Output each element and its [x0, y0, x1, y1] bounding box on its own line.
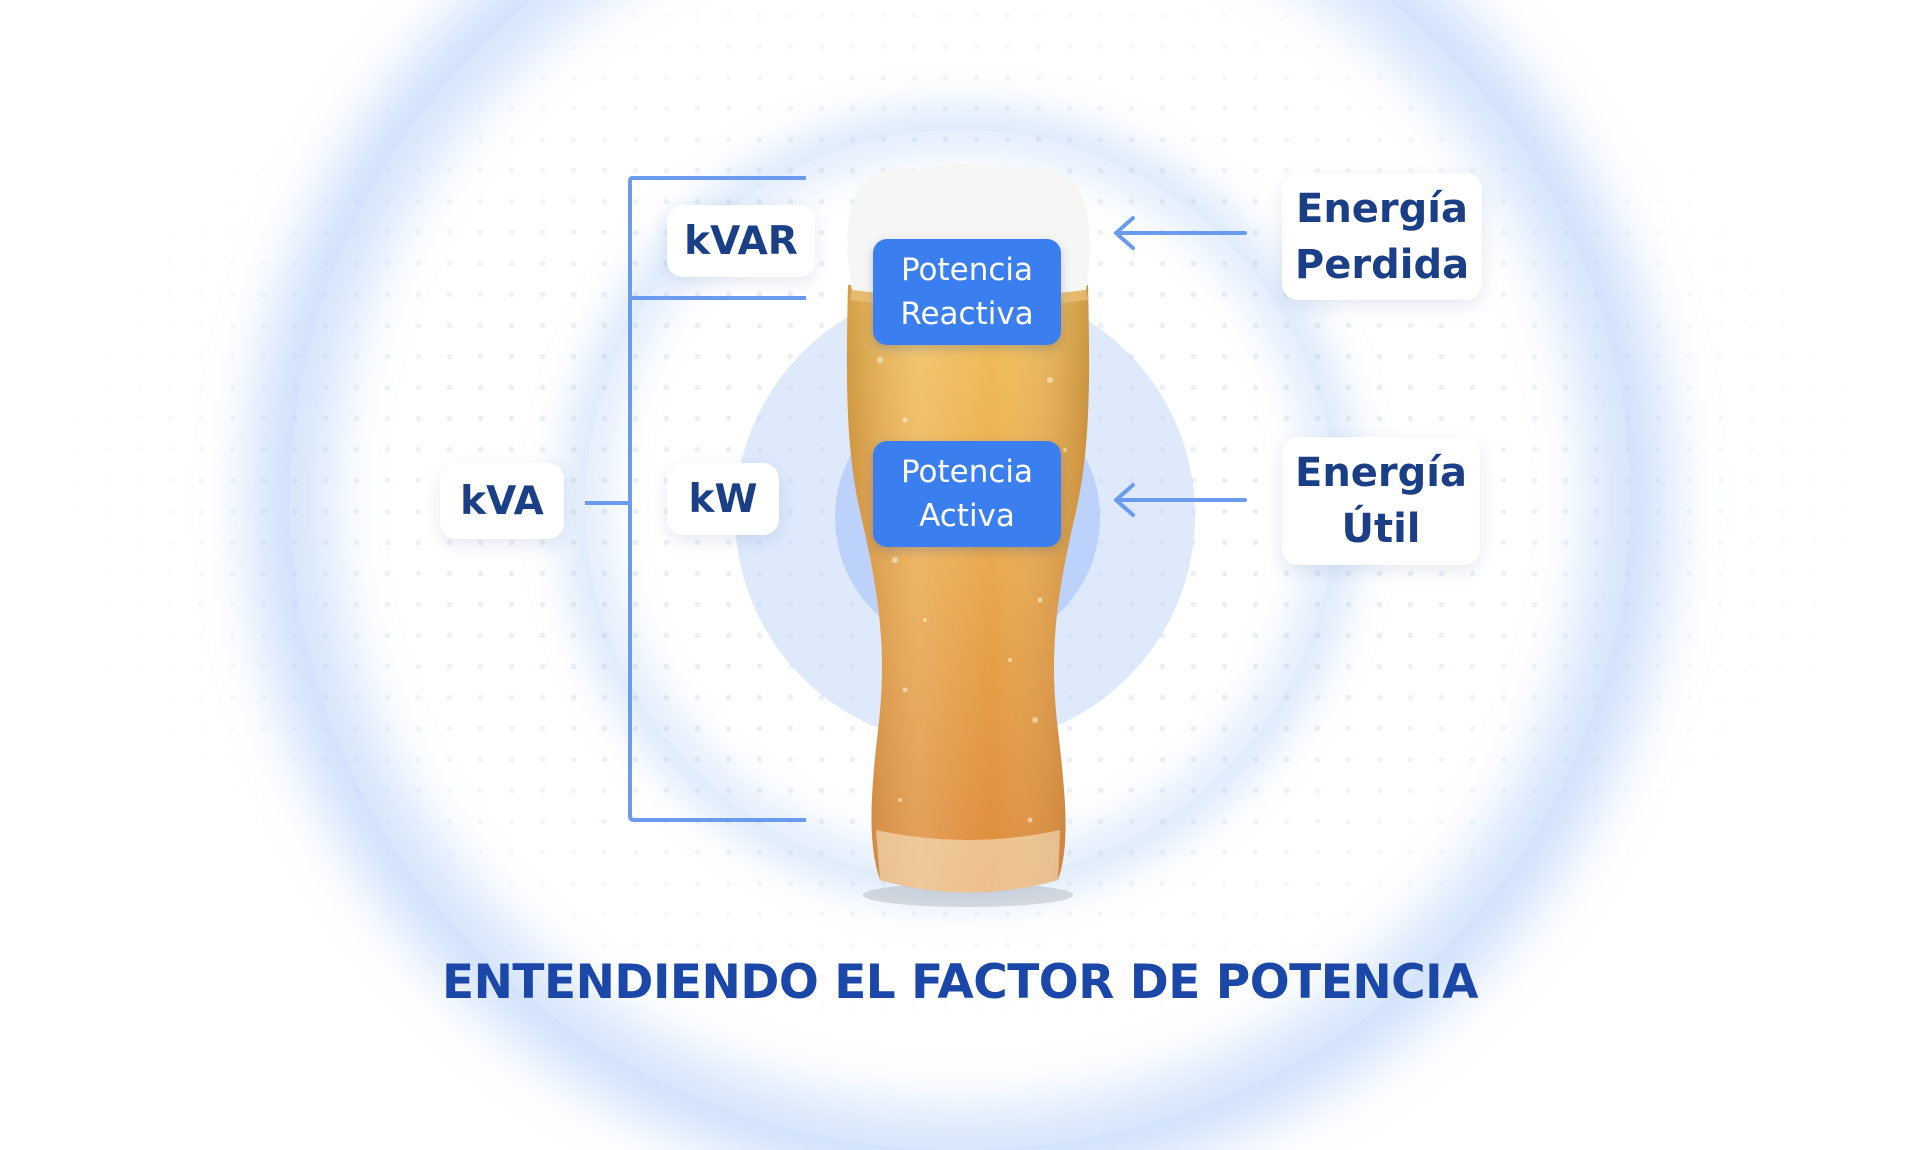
glass-shadow	[863, 883, 1073, 907]
reactive-power-line2: Reactiva	[900, 296, 1034, 332]
bracket-connector	[585, 176, 806, 822]
bracket-line	[628, 176, 806, 822]
kva-label: kVA	[440, 463, 564, 539]
lost-energy-line1: Energía	[1296, 185, 1468, 232]
kw-label-text: kW	[688, 476, 758, 522]
kw-label: kW	[667, 463, 779, 535]
glass-base	[876, 830, 1060, 893]
active-power-badge: Potencia Activa	[873, 441, 1061, 547]
bubbles	[877, 357, 1067, 823]
lost-energy-line2: Perdida	[1294, 241, 1470, 288]
kvar-label-text: kVAR	[684, 218, 798, 264]
active-power-line1: Potencia	[900, 454, 1034, 490]
active-power-line2: Activa	[919, 498, 1015, 534]
useful-energy-line2: Útil	[1341, 506, 1421, 552]
lost-energy-label: Energía Perdida	[1282, 173, 1482, 300]
page-title: ENTENDIENDO EL FACTOR DE POTENCIA	[441, 955, 1479, 1010]
reactive-power-badge: Potencia Reactiva	[873, 239, 1061, 345]
arrow-lost-energy	[1114, 216, 1247, 250]
useful-energy-label: Energía Útil	[1282, 437, 1480, 565]
reactive-power-line1: Potencia	[900, 252, 1034, 288]
kva-label-text: kVA	[460, 478, 544, 524]
diagram-graphics	[585, 163, 1247, 907]
kvar-label: kVAR	[667, 205, 815, 277]
arrow-useful-energy	[1114, 483, 1247, 517]
useful-energy-line1: Energía	[1295, 450, 1467, 496]
